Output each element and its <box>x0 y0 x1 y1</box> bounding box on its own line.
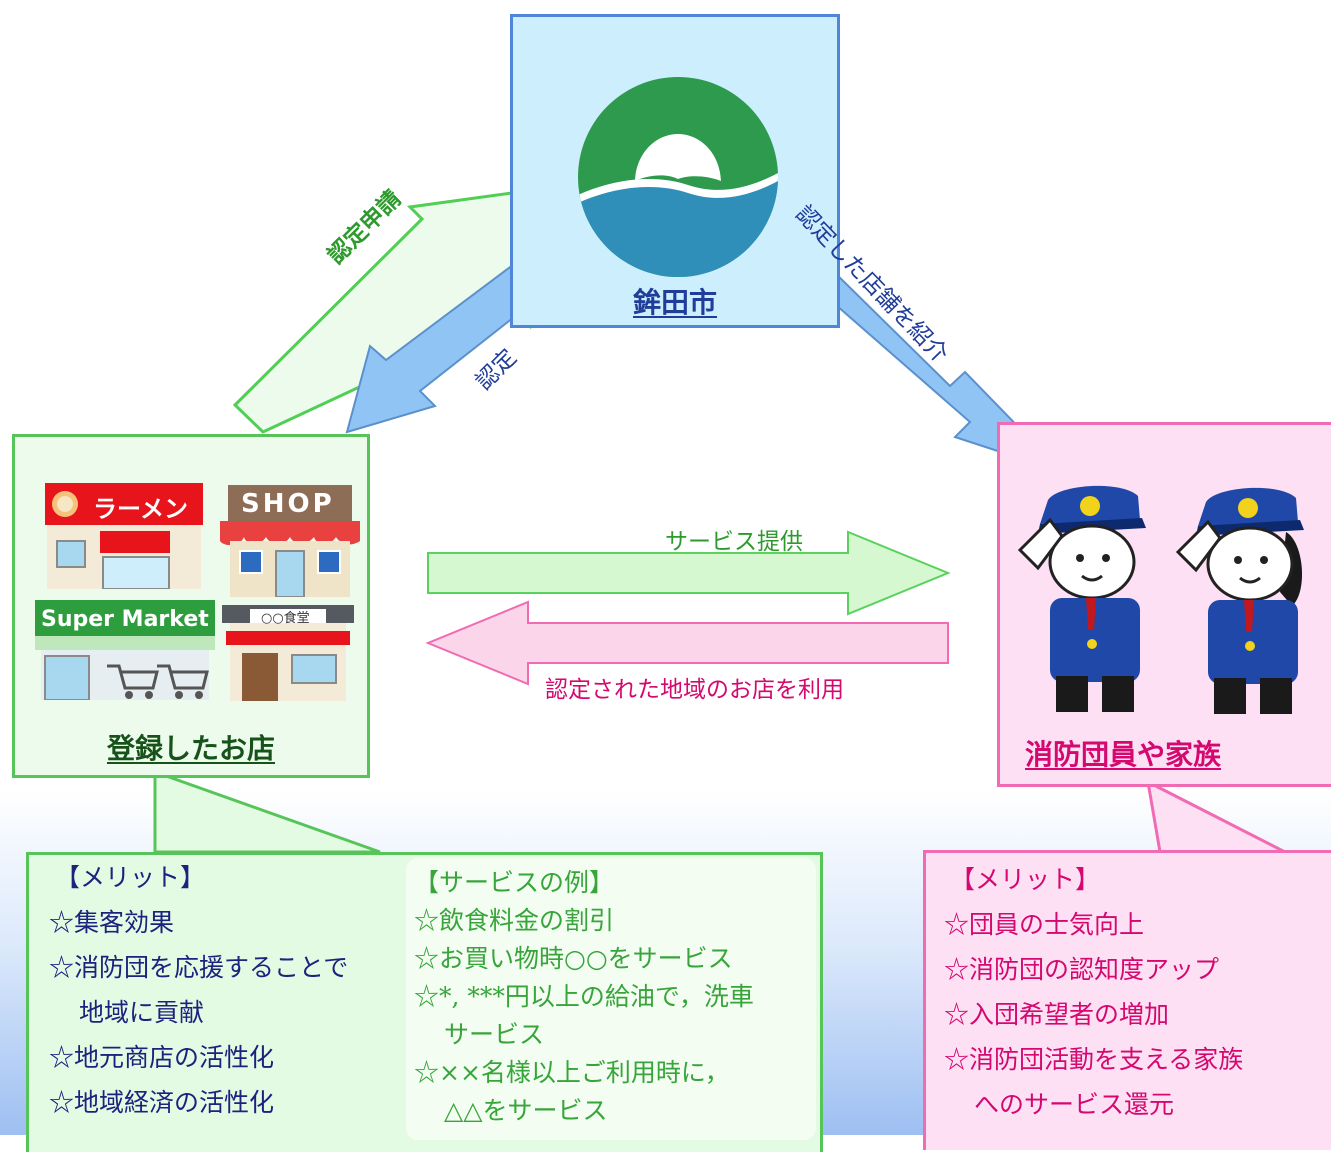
shops-merit-heading: 【メリット】 <box>55 863 206 892</box>
firefighters-box: 消防団員や家族 <box>997 422 1331 787</box>
service-example-item: ☆お買い物時○○をサービス <box>414 944 733 973</box>
shops-merit-item-continued: 地域に貢献 <box>79 998 205 1027</box>
service-arrow <box>427 530 951 616</box>
shops-merit-list: 【メリット】 ☆集客効果 ☆消防団を応援することで 地域に貢献 ☆地元商店の活性… <box>49 855 348 1125</box>
service-example-item: ☆飲食料金の割引 <box>414 906 615 935</box>
ff-merit-item: ☆団員の士気向上 <box>944 910 1145 939</box>
supermarket-sign-text: Super Market <box>41 607 209 632</box>
shops-merit-item: ☆地域経済の活性化 <box>49 1088 275 1117</box>
service-example-item-continued: △△をサービス <box>444 1096 608 1125</box>
shops-merit-item: ☆集客効果 <box>49 908 175 937</box>
service-example-item: ☆*, ***円以上の給油で，洗車 <box>414 982 754 1011</box>
service-example-item-continued: サービス <box>444 1020 545 1049</box>
use-arrow <box>425 600 949 686</box>
registered-shops-box: ラーメン SHOP Super Market ○○食堂 登録したお店 <box>12 434 370 778</box>
firefighters-merit-list: 【メリット】 ☆団員の士気向上 ☆消防団の認知度アップ ☆入団希望者の増加 ☆消… <box>944 857 1243 1127</box>
ramen-shop-icon <box>45 483 203 589</box>
city-emblem-icon <box>578 77 778 277</box>
service-example-item: ☆××名様以上ご利用時に， <box>414 1058 730 1087</box>
ramen-sign-text: ラーメン <box>93 495 189 523</box>
ff-merit-item-continued: へのサービス還元 <box>974 1090 1175 1119</box>
firefighters-title[interactable]: 消防団員や家族 <box>1025 738 1222 771</box>
shops-merit-item: ☆地元商店の活性化 <box>49 1043 275 1072</box>
service-examples-heading: 【サービスの例】 <box>414 868 615 897</box>
city-title[interactable]: 鉾田市 <box>632 286 717 319</box>
firefighters-merit-callout: 【メリット】 ☆団員の士気向上 ☆消防団の認知度アップ ☆入団希望者の増加 ☆消… <box>923 850 1331 1150</box>
service-arrow-label: サービス提供 <box>665 529 803 555</box>
ff-merit-item: ☆消防団活動を支える家族 <box>944 1045 1244 1074</box>
city-box: 鉾田市 <box>510 14 840 328</box>
ff-merit-item: ☆消防団の認知度アップ <box>944 955 1220 984</box>
shops-merit-item: ☆消防団を応援することで <box>49 953 349 982</box>
shop-store-icon <box>220 485 360 597</box>
ff-merit-item: ☆入団希望者の増加 <box>944 1000 1170 1029</box>
service-examples-box: 【サービスの例】 ☆飲食料金の割引 ☆お買い物時○○をサービス ☆*, ***円… <box>406 858 816 1140</box>
shop-sign-text: SHOP <box>241 489 335 519</box>
shops-callout-pointer <box>153 769 381 854</box>
use-arrow-label: 認定された地域のお店を利用 <box>545 677 844 703</box>
diner-sign-text: ○○食堂 <box>261 611 310 626</box>
registered-shops-title[interactable]: 登録したお店 <box>106 732 275 765</box>
service-examples-list: 【サービスの例】 ☆飲食料金の割引 ☆お買い物時○○をサービス ☆*, ***円… <box>414 864 754 1130</box>
diner-icon <box>222 605 354 701</box>
ff-callout-pointer <box>1146 779 1286 854</box>
ff-merit-heading: 【メリット】 <box>950 865 1101 894</box>
supermarket-icon <box>35 600 215 700</box>
firefighters-saluting-icon <box>1017 485 1304 714</box>
